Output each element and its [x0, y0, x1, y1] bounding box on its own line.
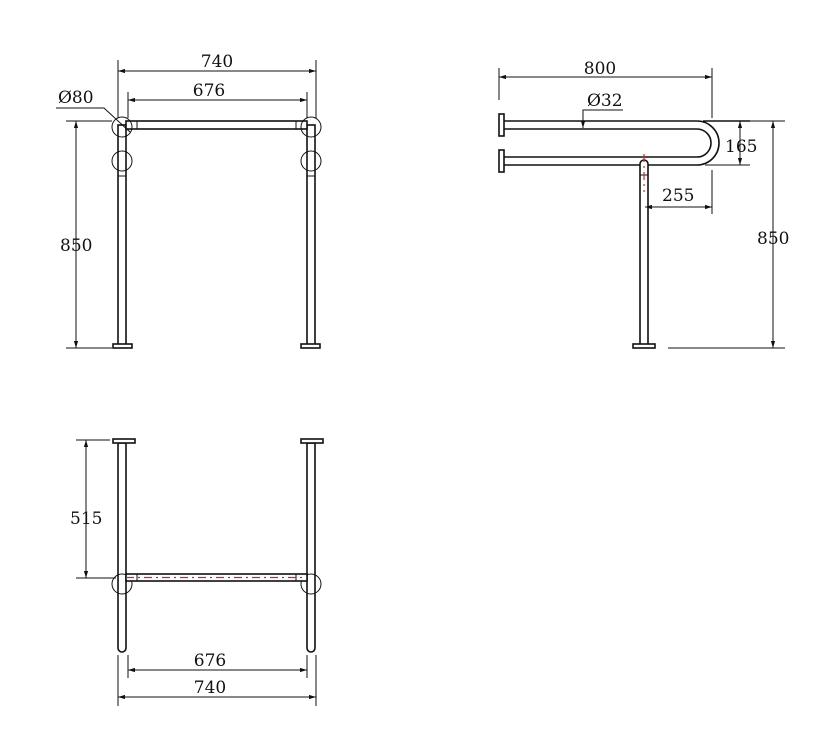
flange-circle [111, 150, 133, 172]
dim-label: 800 [584, 59, 616, 79]
dim-label: 165 [725, 137, 757, 157]
flange-circle [111, 573, 133, 595]
base-plate [112, 343, 133, 349]
dim-label: 850 [757, 229, 789, 249]
dim-label: Ø80 [58, 88, 94, 108]
flange-circle [300, 573, 322, 595]
flange-circle [300, 116, 322, 138]
flange-circle [300, 150, 322, 172]
dimension-850-side: 850 [668, 120, 789, 349]
top-view: 515 676 740 [70, 438, 324, 706]
dimension-diameter-32: Ø32 [580, 91, 623, 128]
u-rail [502, 120, 720, 166]
dimension-165: 165 [703, 120, 757, 166]
top-rail [125, 120, 308, 130]
dimension-850-front: 850 [60, 120, 112, 349]
left-post [117, 442, 127, 653]
dimension-740: 740 [117, 52, 317, 118]
dim-label: 515 [70, 509, 102, 529]
dim-label: Ø32 [587, 91, 623, 111]
right-post [306, 124, 316, 348]
dimension-676: 676 [127, 81, 308, 118]
flange [112, 438, 136, 444]
dim-label: 676 [194, 651, 226, 671]
dim-label: 676 [193, 81, 225, 101]
right-post [306, 442, 316, 653]
dimension-515: 515 [70, 439, 116, 579]
base-plate [632, 343, 656, 349]
side-view: 800 Ø32 165 255 850 [498, 59, 789, 349]
flange-circle [111, 116, 133, 138]
flange [300, 438, 324, 444]
dim-label: 740 [194, 678, 226, 698]
dim-label: 255 [662, 186, 694, 206]
front-view: 740 676 Ø80 850 [56, 52, 322, 349]
base-plate [300, 343, 321, 349]
dim-label: 850 [60, 236, 92, 256]
dimension-740-top: 740 [117, 655, 317, 706]
wall-flange [498, 149, 505, 173]
dim-label: 740 [201, 52, 233, 72]
dimension-diameter-80: Ø80 [56, 88, 131, 133]
dimension-676-top: 676 [127, 651, 308, 678]
left-post [117, 124, 127, 348]
dimension-255: 255 [645, 170, 713, 214]
dimension-800: 800 [498, 59, 713, 118]
support-post [639, 159, 649, 346]
wall-flange [498, 113, 505, 137]
